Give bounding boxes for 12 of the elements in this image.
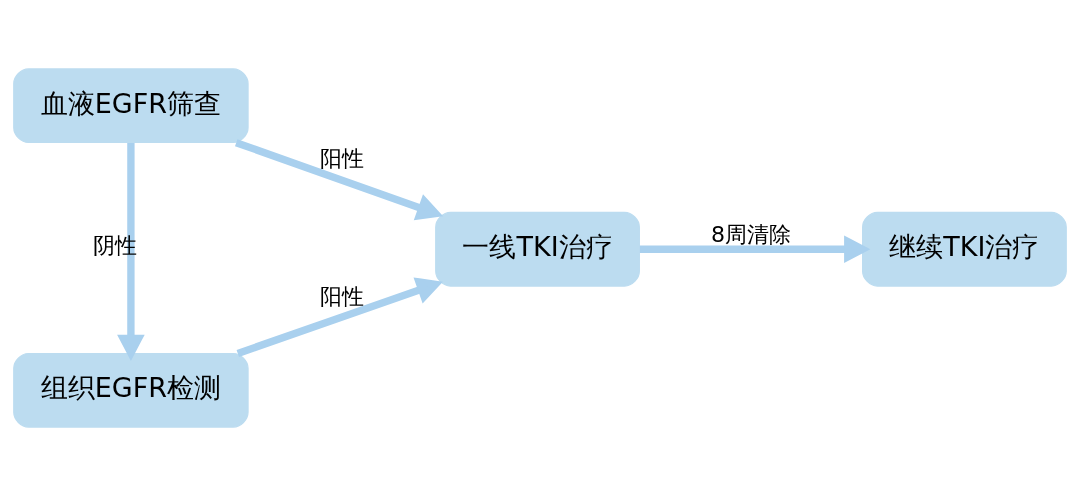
node-box: 一线TKI治疗 — [435, 211, 640, 287]
node-box: 血液EGFR筛查 — [13, 67, 249, 143]
arrow — [639, 234, 871, 263]
edge-label: 阳性 — [319, 145, 364, 171]
edge-label: 阴性 — [92, 232, 137, 258]
node-box: 组织EGFR检测 — [13, 352, 249, 428]
arrow — [235, 138, 444, 220]
edge-label: 阳性 — [319, 283, 364, 309]
node-box: 继续TKI治疗 — [862, 211, 1067, 287]
edge-label: 8周清除 — [710, 221, 792, 247]
arrow — [117, 142, 145, 361]
arrow — [236, 276, 443, 357]
